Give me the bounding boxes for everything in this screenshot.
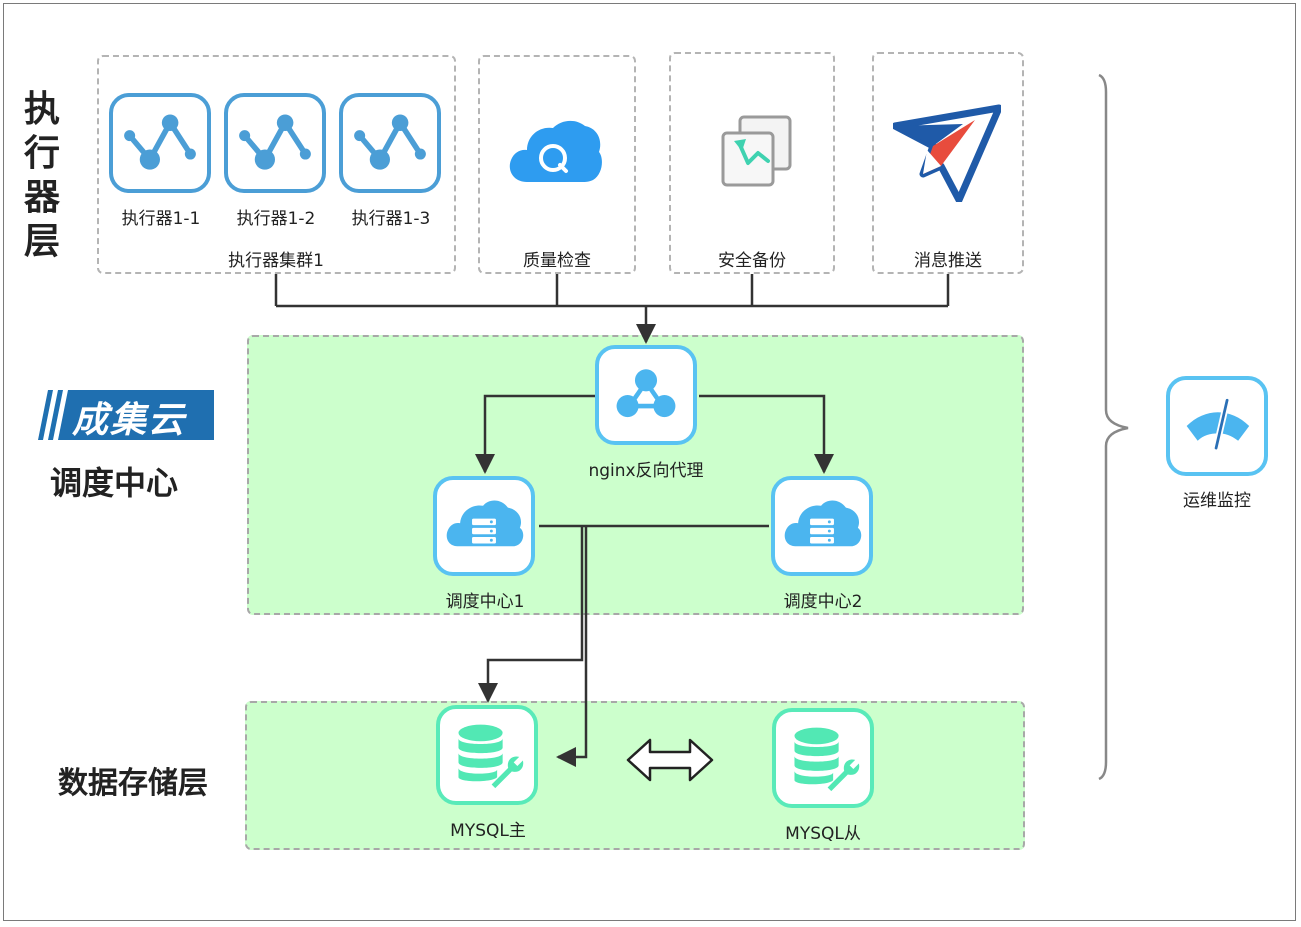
- cloud-query-icon: [509, 120, 602, 182]
- paper-plane-icon: [893, 104, 1001, 202]
- share-nodes-icon: [616, 369, 676, 418]
- monitor-label: 运维监控: [1183, 491, 1251, 511]
- executor-tile-3[interactable]: [339, 93, 441, 193]
- mysql-master-label: MYSQL主: [450, 821, 526, 841]
- executor-tile-2[interactable]: [224, 93, 326, 193]
- storage-title: 数据存储层: [58, 766, 208, 801]
- mysql-slave-tile[interactable]: [772, 708, 874, 808]
- database-wrench-icon: [458, 724, 524, 789]
- nginx-tile[interactable]: [595, 345, 697, 445]
- executor-label-3: 执行器1-3: [351, 209, 431, 229]
- scheduler-center-2-tile[interactable]: [771, 476, 873, 576]
- gauge-icon: [1186, 397, 1250, 452]
- push-label: 消息推送: [914, 251, 982, 271]
- executor-cluster-label: 执行器集群1: [228, 251, 324, 271]
- nginx-label: nginx反向代理: [588, 461, 704, 481]
- node-graph-icon: [354, 114, 426, 170]
- executor-label-2: 执行器1-2: [236, 209, 316, 229]
- executor-layer-title: 执行器层: [24, 89, 61, 262]
- backup-label: 安全备份: [718, 251, 786, 271]
- scheduler-title: 调度中心: [50, 464, 179, 502]
- mysql-slave-label: MYSQL从: [785, 824, 861, 844]
- push-box: [872, 52, 1024, 274]
- scheduler-center-2-label: 调度中心2: [783, 592, 863, 612]
- storage-box: [245, 701, 1025, 850]
- mysql-master-tile[interactable]: [436, 705, 538, 805]
- node-graph-icon: [124, 114, 196, 170]
- quality-check-label: 质量检查: [523, 251, 591, 271]
- database-wrench-icon: [794, 727, 860, 792]
- chengjiyun-logo: [38, 390, 214, 440]
- executor-label-1: 执行器1-1: [121, 209, 201, 229]
- scheduler-center-1-label: 调度中心1: [445, 592, 525, 612]
- backup-icon: [721, 115, 792, 187]
- executor-tile-1[interactable]: [109, 93, 211, 193]
- scheduler-center-1-tile[interactable]: [433, 476, 535, 576]
- monitor-tile[interactable]: [1166, 376, 1268, 476]
- node-graph-icon: [239, 114, 311, 170]
- logo-text: 成集云: [72, 400, 187, 441]
- cloud-server-icon: [446, 500, 524, 547]
- cloud-server-icon: [784, 500, 862, 547]
